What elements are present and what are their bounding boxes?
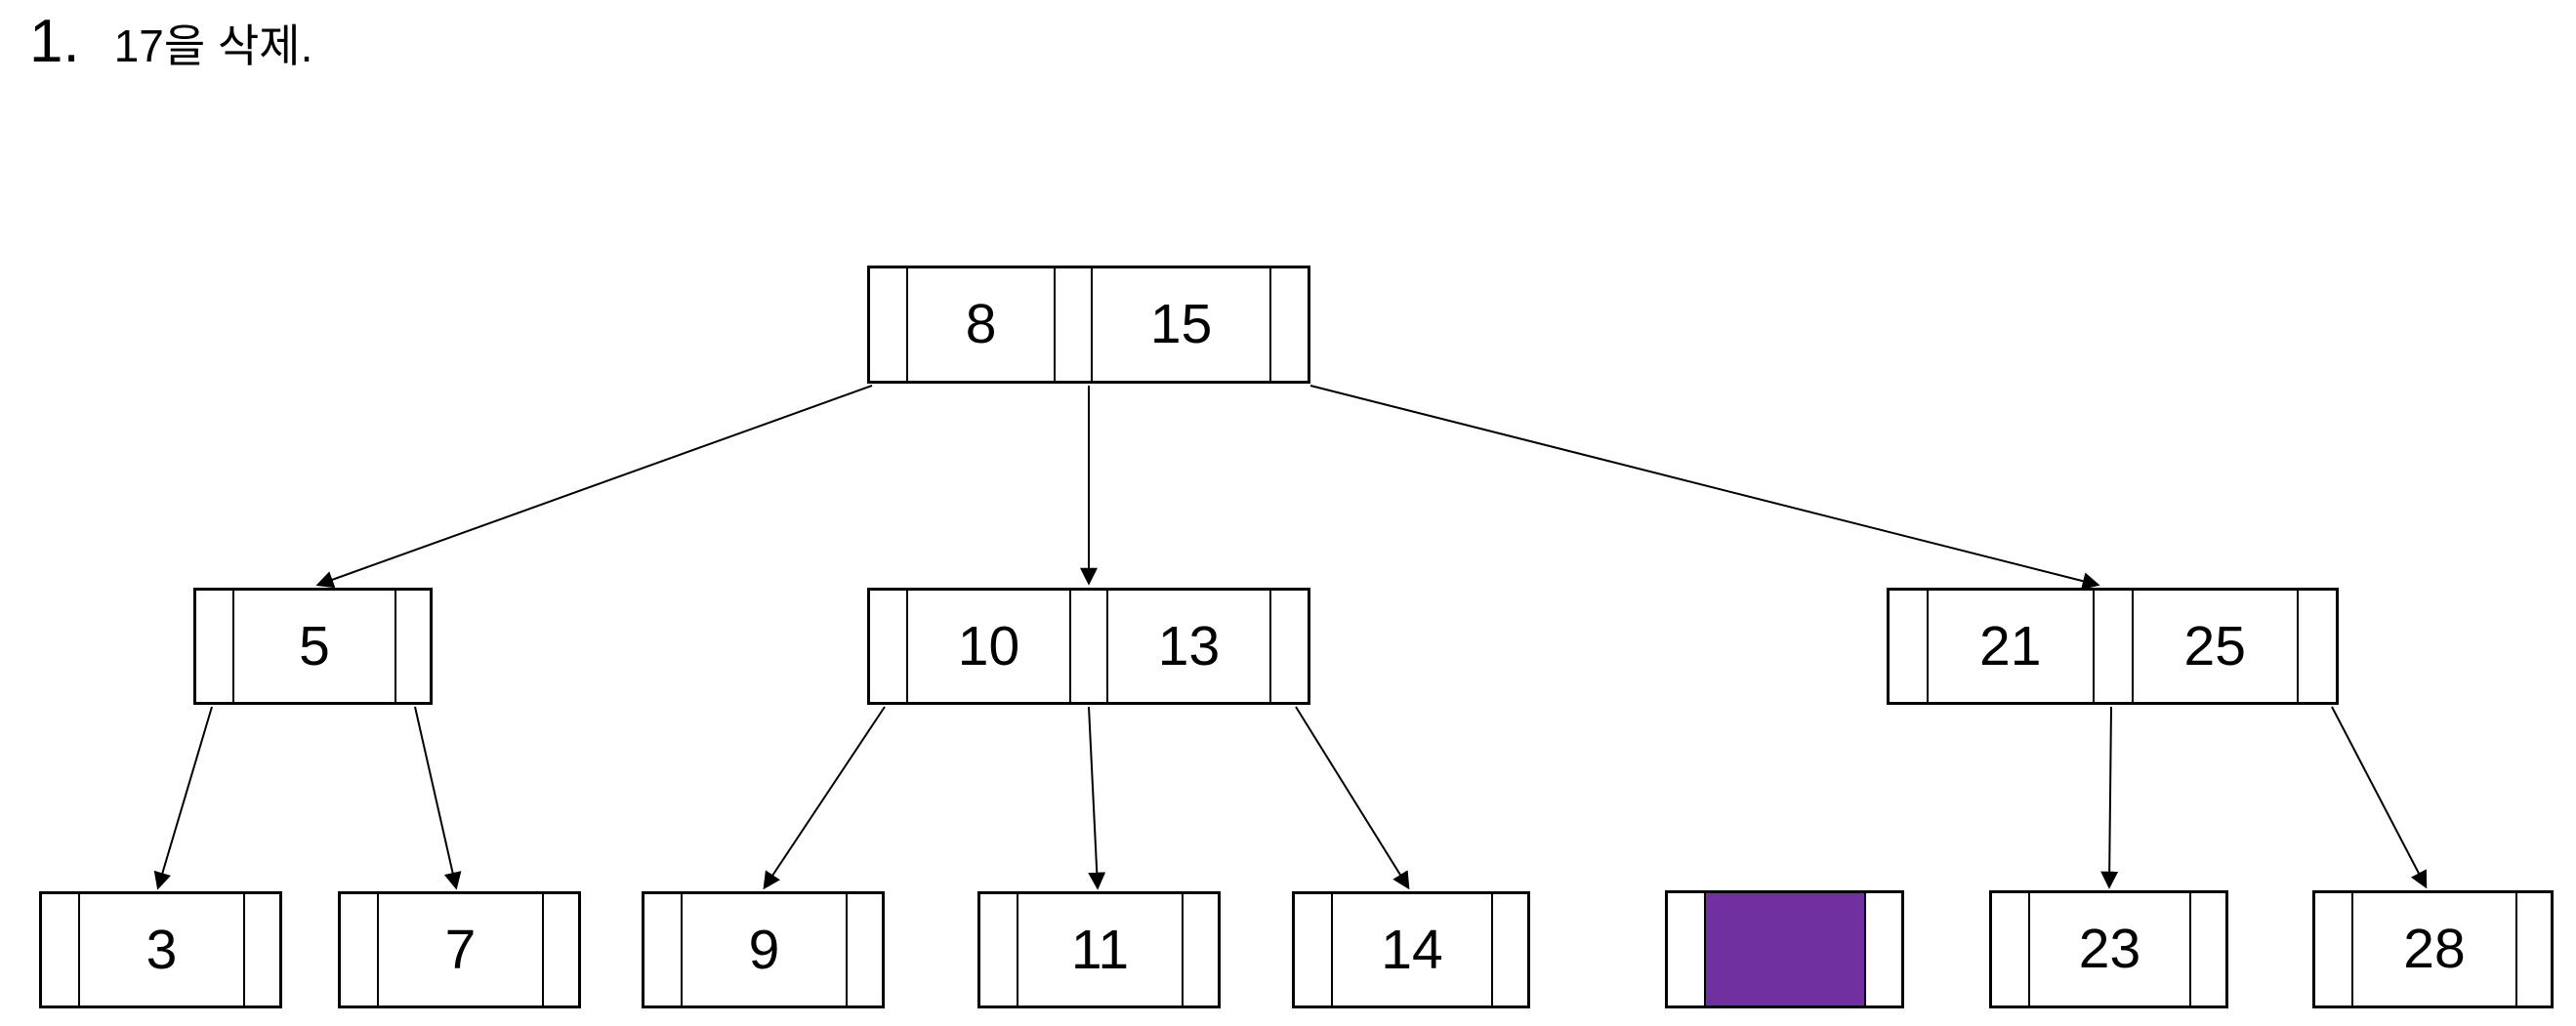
btree-leaf-28: 28 [2312,890,2554,1008]
pointer-cell [42,894,78,1005]
pointer-cell [1269,268,1308,381]
btree-leaf-23: 23 [1989,890,2228,1008]
key-cell: 5 [232,591,395,702]
arrow-node5-to-leaf7 [414,706,462,890]
pointer-cell [1269,591,1308,702]
btree-node-root: 8 15 [867,266,1310,384]
highlighted-empty-key-cell [1704,893,1864,1005]
title-number: 1. [29,8,80,75]
key-cell: 3 [78,894,243,1005]
title-text: 17을 삭제. [113,21,313,71]
arrow-node10-13-to-leaf9 [763,706,886,890]
key-cell: 14 [1331,894,1491,1005]
btree-node-10-13: 10 13 [867,588,1310,705]
btree-node-21-25: 21 25 [1887,588,2339,705]
key-cell: 10 [906,591,1069,702]
pointer-cell [1491,894,1527,1005]
arrow-node10-13-to-leaf14 [1295,706,1410,890]
arrow-node21-25-to-leaf28 [2331,706,2428,889]
btree-leaf-11: 11 [977,891,1221,1008]
btree-leaf-empty-deleted-17 [1665,890,1904,1008]
btree-leaf-9: 9 [642,891,885,1008]
key-cell: 23 [2028,893,2189,1005]
pointer-cell [1864,893,1901,1005]
arrow-root-to-node5 [315,385,873,589]
arrow-node5-to-leaf3 [153,706,213,890]
key-cell: 25 [2131,591,2298,702]
btree-leaf-3: 3 [39,891,282,1008]
pointer-cell [1890,591,1927,702]
pointer-cell [2189,893,2225,1005]
pointer-cell [1992,893,2028,1005]
pointer-cell [243,894,279,1005]
pointer-cell [644,894,681,1005]
pointer-cell [1182,894,1218,1005]
key-cell: 21 [1927,591,2093,702]
pointer-cell [870,591,906,702]
key-cell: 7 [377,894,542,1005]
pointer-cell [1668,893,1704,1005]
pointer-cell [395,591,430,702]
pointer-cell [1295,894,1331,1005]
pointer-cell [542,894,578,1005]
pointer-cell [2315,893,2351,1005]
key-cell: 9 [681,894,846,1005]
btree-leaf-14: 14 [1292,891,1530,1008]
btree-leaf-7: 7 [338,891,581,1008]
arrow-node10-13-to-leaf11 [1088,706,1106,890]
key-cell: 15 [1091,268,1269,381]
pointer-cell [196,591,232,702]
page-title: 1. 17을 삭제. [29,6,312,78]
pointer-cell [341,894,377,1005]
key-cell: 13 [1106,591,1269,702]
pointer-cell [2092,591,2132,702]
pointer-cell [2297,591,2336,702]
pointer-cell [870,268,906,381]
pointer-cell [1054,268,1091,381]
key-cell: 11 [1017,894,1182,1005]
pointer-cell [1069,591,1106,702]
pointer-cell [980,894,1017,1005]
key-cell: 8 [906,268,1054,381]
key-cell: 28 [2351,893,2515,1005]
arrow-root-to-node21-25 [1309,385,2100,590]
pointer-cell [2515,893,2551,1005]
pointer-cell [846,894,882,1005]
btree-node-5: 5 [193,588,433,705]
arrow-node21-25-to-leaf23 [2100,706,2119,889]
